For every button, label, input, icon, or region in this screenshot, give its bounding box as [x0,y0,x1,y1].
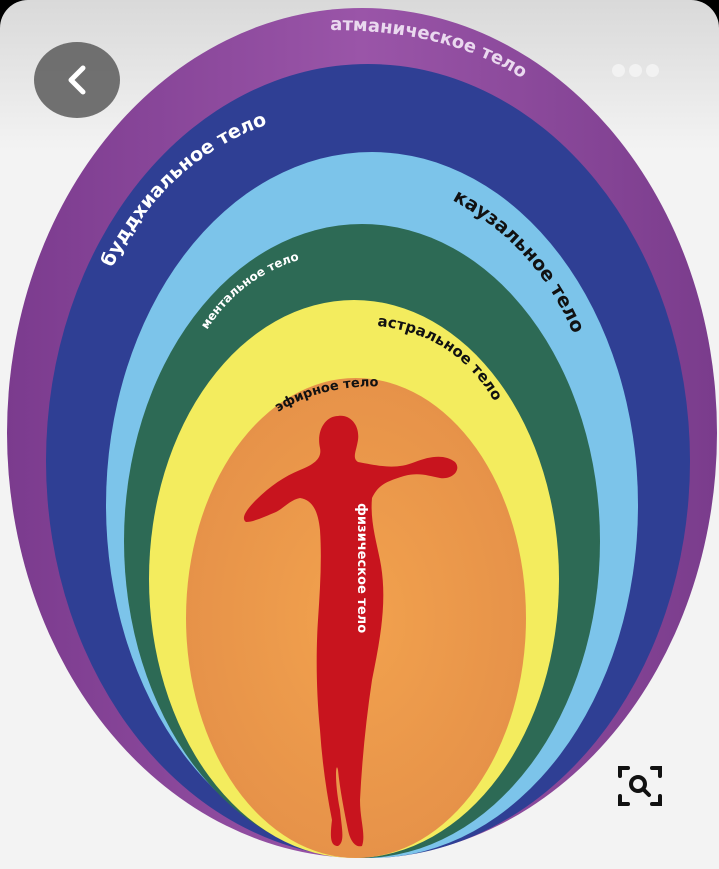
svg-text:физическое тело: физическое тело [354,503,369,633]
chevron-left-icon [68,65,86,95]
back-button[interactable] [34,42,120,118]
dot [646,64,659,77]
more-dots-icon [612,64,625,77]
physical-body-silhouette [243,415,458,847]
visual-search-button[interactable] [614,760,666,812]
label-physical: физическое тело [354,503,369,633]
more-options-button[interactable] [612,64,666,82]
visual-search-icon [618,766,662,806]
dot [629,64,642,77]
